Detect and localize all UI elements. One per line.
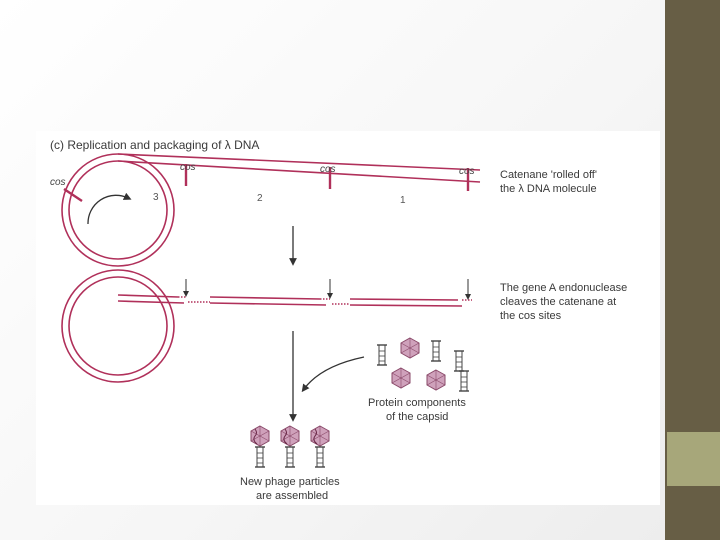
dna-strand-lower: [117, 160, 481, 183]
figure-title: (c) Replication and packaging of λ DNA: [50, 138, 260, 152]
dna-fragment-a1: [117, 294, 179, 298]
dna-circle-outer: [61, 153, 175, 267]
curved-arrow-icon: [301, 356, 365, 393]
dna-fragment-b1: [209, 296, 321, 300]
endonuclease-label-line-3: the cos sites: [500, 310, 562, 322]
endonuclease-label-line-1: The gene A endonuclease: [500, 282, 628, 294]
dna-circle-inner-2: [68, 276, 168, 376]
cos-label-left: cos: [50, 177, 66, 188]
cos-mark-left: [63, 188, 83, 202]
endonuclease-label-line-2: cleaves the catenane at: [500, 296, 617, 308]
phage-label-line-1: New phage particles: [240, 476, 340, 488]
lambda-dna-figure: (c) Replication and packaging of λ DNA c…: [36, 131, 660, 505]
cos-label-2: cos: [320, 164, 336, 175]
sidebar-accent-block: [667, 432, 720, 486]
dna-fragment-c2: [349, 304, 463, 307]
rotation-arrow-icon: [87, 192, 132, 225]
dna-fragment-a2: [117, 300, 185, 304]
phage-particle-1: [250, 425, 270, 468]
catenane-label-line-2: the λ DNA molecule: [500, 183, 597, 195]
dna-fragment-c1: [349, 298, 459, 301]
phage-label-line-2: are assembled: [256, 490, 329, 502]
segment-number-3: 3: [153, 192, 159, 203]
catenane-label-line-1: Catenane 'rolled off': [500, 169, 597, 181]
segment-number-1: 1: [400, 195, 406, 206]
phage-particle-2: [280, 425, 300, 468]
dna-circle-inner: [68, 160, 168, 260]
protein-label-line-2: of the capsid: [386, 411, 449, 423]
cos-label-3: cos: [459, 166, 475, 177]
dna-strand-upper: [117, 153, 481, 171]
dna-fragment-b2: [209, 302, 327, 306]
protein-label-line-1: Protein components: [368, 397, 466, 409]
cos-label-1: cos: [180, 162, 196, 173]
dna-circle-outer-2: [61, 269, 175, 383]
diagram-drawing: [61, 153, 481, 468]
phage-particle-3: [310, 425, 330, 468]
segment-number-2: 2: [257, 193, 263, 204]
